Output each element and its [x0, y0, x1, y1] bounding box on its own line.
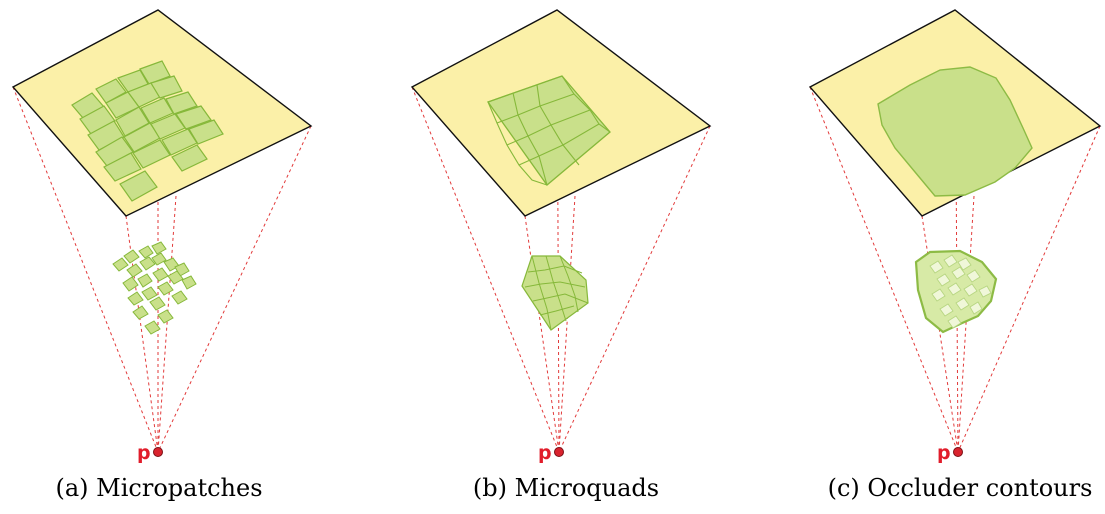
space-micropatches [112, 241, 197, 335]
eye-point [153, 447, 163, 457]
caption-occluder-contours: (c) Occluder contours [827, 474, 1093, 502]
panel-occluder-contours: p [808, 9, 1102, 464]
eye-point [953, 447, 963, 457]
plane-occluder-contour [877, 66, 1033, 197]
point-label: p [137, 442, 151, 464]
caption-micropatches: (a) Micropatches [55, 474, 263, 502]
space-microquad-mesh [521, 255, 589, 331]
eye-point [554, 447, 564, 457]
caption-microquads: (b) Microquads [472, 474, 660, 502]
plane-micropatches [71, 60, 224, 202]
plane-microquad-mesh [486, 75, 611, 186]
point-label: p [538, 442, 552, 464]
panel-micropatches: p [11, 9, 313, 464]
point-label: p [937, 442, 951, 464]
space-occluder-contour [914, 249, 998, 334]
panel-microquads: p [410, 9, 712, 464]
